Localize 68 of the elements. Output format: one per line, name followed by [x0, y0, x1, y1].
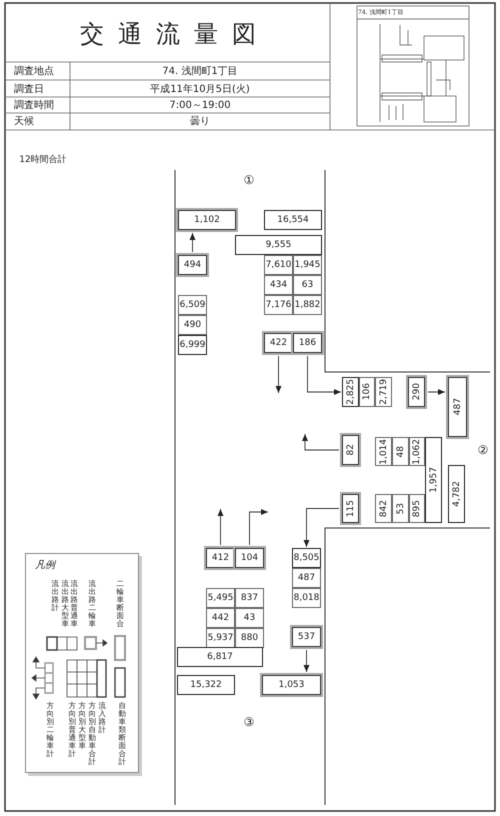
approach-number: ③ [242, 714, 256, 730]
count-box: 1,945 [293, 255, 322, 275]
count-box: 9,555 [235, 235, 322, 255]
count-box: 1,014 [375, 437, 392, 466]
count-box: 837 [235, 588, 264, 608]
arrow [218, 508, 224, 546]
count-box: 16,554 [264, 210, 322, 230]
count-box: 48 [392, 437, 409, 466]
count-box: 1,053 [262, 675, 321, 695]
field-label: 天候 [13, 115, 35, 129]
count-box: 422 [264, 333, 293, 353]
field-label: 調査地点 [13, 64, 55, 79]
count-box: 106 [359, 377, 375, 407]
field-label: 調査時間 [13, 98, 55, 112]
field-value: 74. 浅間町1丁目 [161, 64, 239, 79]
count-box: 5,495 [206, 588, 235, 608]
field-value: 曇り [189, 114, 211, 129]
count-box: 6,817 [177, 647, 263, 667]
count-box: 6,509 [178, 295, 207, 315]
count-box: 412 [206, 548, 235, 568]
arrow [302, 434, 340, 450]
count-box: 7,610 [264, 255, 293, 275]
approach-number: ② [476, 442, 490, 458]
count-box: 442 [206, 608, 235, 628]
legend-heading: 凡例 [34, 559, 57, 572]
count-box: 115 [342, 494, 359, 523]
count-box: 2,719 [375, 377, 392, 407]
count-box: 4,782 [448, 465, 465, 523]
arrow [276, 356, 282, 394]
count-box: 1,062 [409, 437, 425, 466]
count-box: 7,176 [264, 295, 293, 315]
count-box: 53 [392, 494, 409, 523]
count-box: 15,322 [177, 675, 235, 695]
count-box: 63 [293, 275, 322, 295]
field-value: 平成11年10月5日(火) [149, 82, 251, 96]
count-box: 6,999 [178, 335, 207, 355]
count-box: 487 [292, 568, 321, 588]
count-box: 8,505 [292, 548, 321, 568]
arrow [190, 232, 196, 252]
count-box: 487 [448, 377, 467, 437]
count-box: 104 [235, 548, 264, 568]
count-box: 434 [264, 275, 293, 295]
count-box: 490 [178, 315, 207, 335]
count-box: 2,825 [342, 377, 359, 407]
field-value: 7:00～19:00 [168, 98, 232, 112]
count-box: 494 [178, 255, 207, 275]
count-box: 895 [409, 494, 425, 523]
count-box: 43 [235, 608, 264, 628]
count-box: 842 [375, 494, 392, 523]
arrow [304, 650, 310, 672]
count-box: 82 [342, 435, 359, 465]
arrow [428, 389, 446, 395]
field-label: 調査日 [13, 82, 45, 96]
count-box: 1,102 [178, 210, 236, 230]
total-note: 12時間合計 [18, 154, 68, 166]
arrow [249, 509, 268, 546]
arrow [304, 508, 340, 548]
count-box: 290 [408, 377, 425, 407]
approach-number: ① [242, 172, 256, 188]
count-box: 186 [293, 333, 322, 353]
count-box: 8,018 [292, 588, 321, 608]
count-box: 1,882 [293, 295, 322, 315]
count-box: 537 [292, 627, 321, 647]
count-box: 1,957 [425, 437, 442, 523]
page-title: 交通流量図 [79, 19, 271, 50]
arrow [307, 356, 342, 395]
count-box: 880 [235, 628, 264, 648]
count-box: 5,937 [206, 628, 235, 648]
